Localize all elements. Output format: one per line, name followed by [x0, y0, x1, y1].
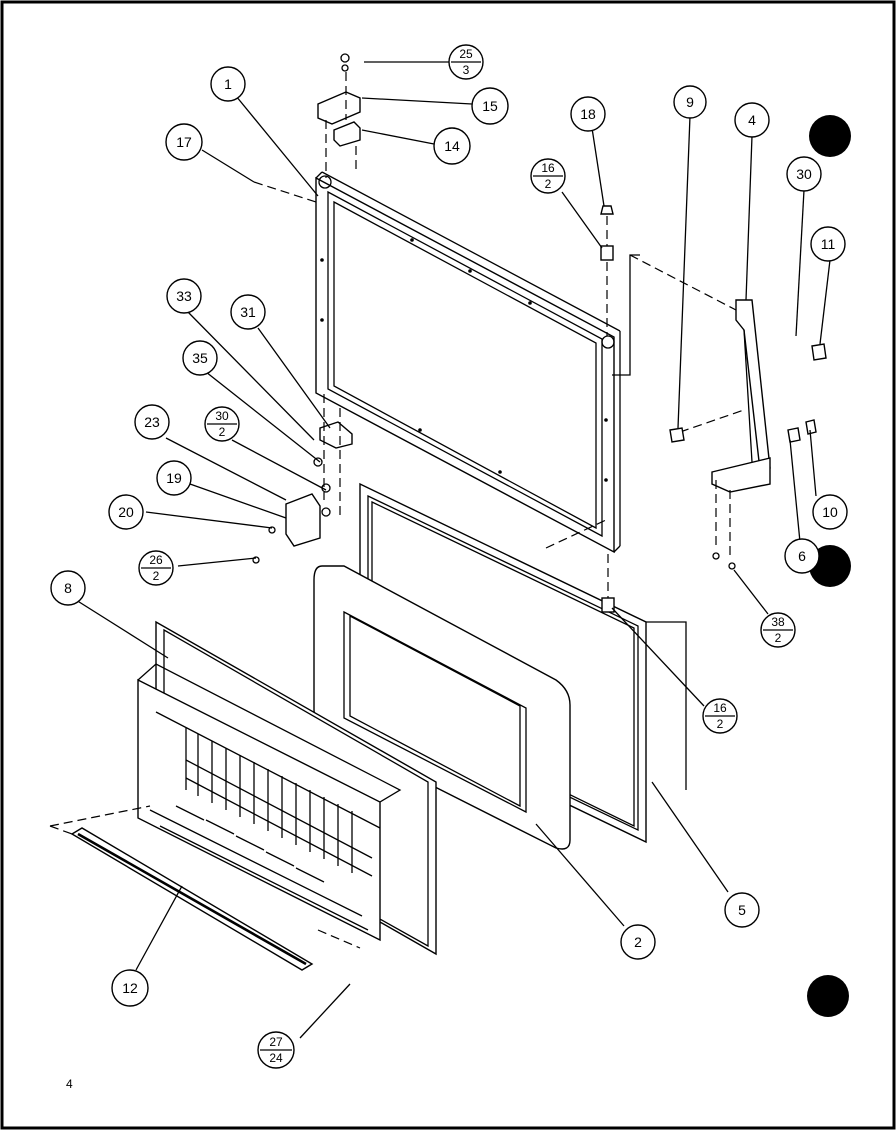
- svg-text:19: 19: [166, 470, 182, 486]
- callout-23: 23: [134, 404, 170, 440]
- svg-text:24: 24: [269, 1051, 283, 1065]
- svg-text:6: 6: [798, 548, 806, 564]
- liner-frame: [313, 565, 571, 850]
- svg-text:2: 2: [634, 934, 642, 950]
- callout-4: 4: [734, 102, 770, 138]
- svg-text:9: 9: [686, 94, 694, 110]
- fasteners: [545, 205, 736, 613]
- svg-text:14: 14: [444, 138, 460, 154]
- callout-6: 6: [784, 538, 820, 574]
- callout-31: 31: [230, 294, 266, 330]
- svg-text:11: 11: [821, 236, 836, 252]
- svg-text:27: 27: [269, 1035, 283, 1049]
- svg-text:23: 23: [144, 414, 160, 430]
- fraction-callout-16-2-upper: 16 2: [530, 158, 566, 194]
- svg-text:10: 10: [822, 504, 838, 520]
- svg-text:1: 1: [224, 76, 232, 92]
- svg-text:2: 2: [775, 631, 782, 645]
- bracket-assembly: [629, 254, 827, 493]
- svg-text:2: 2: [153, 569, 160, 583]
- svg-text:30: 30: [796, 166, 812, 182]
- svg-text:3: 3: [463, 63, 470, 77]
- callout-11: 11: [810, 226, 846, 262]
- callout-14: 14: [433, 127, 471, 165]
- callout-12: 12: [111, 969, 149, 1007]
- callout-15: 15: [471, 87, 509, 125]
- lower-hinge-hardware: [252, 394, 353, 564]
- trim-strip: [70, 827, 314, 971]
- callout-20: 20: [108, 494, 144, 530]
- svg-text:38: 38: [771, 615, 785, 629]
- svg-text:30: 30: [215, 409, 229, 423]
- fraction-callout-16-2-lower: 16 2: [702, 698, 738, 734]
- callout-9: 9: [673, 85, 707, 119]
- callout-2: 2: [620, 924, 656, 960]
- svg-text:26: 26: [149, 553, 163, 567]
- binder-hole-top: [809, 115, 851, 157]
- svg-text:18: 18: [580, 106, 596, 122]
- svg-text:33: 33: [176, 288, 192, 304]
- svg-text:12: 12: [122, 980, 138, 996]
- svg-text:15: 15: [482, 98, 498, 114]
- callout-17: 17: [165, 123, 203, 161]
- fraction-callout-30-2: 30 2: [204, 406, 240, 442]
- page-number: 4: [66, 1077, 73, 1091]
- fraction-callout-38-2: 38 2: [760, 612, 796, 648]
- callout-5: 5: [724, 892, 760, 928]
- svg-text:2: 2: [545, 177, 552, 191]
- fraction-callout-26-2: 26 2: [138, 550, 174, 586]
- svg-text:16: 16: [713, 701, 727, 715]
- door-panel: [315, 171, 640, 554]
- svg-text:35: 35: [192, 350, 208, 366]
- callout-33: 33: [166, 278, 202, 314]
- svg-text:17: 17: [176, 134, 192, 150]
- svg-text:5: 5: [738, 902, 746, 918]
- fraction-callout-25-3: 25 3: [448, 44, 484, 80]
- callout-35: 35: [182, 340, 218, 376]
- callout-30: 30: [786, 156, 822, 192]
- callout-10: 10: [812, 494, 848, 530]
- leader-lines: [75, 61, 831, 1039]
- svg-text:16: 16: [541, 161, 555, 175]
- svg-text:31: 31: [240, 304, 256, 320]
- svg-text:20: 20: [118, 504, 134, 520]
- basket: [49, 620, 437, 956]
- svg-text:2: 2: [717, 717, 724, 731]
- svg-text:25: 25: [459, 47, 473, 61]
- svg-text:4: 4: [748, 112, 756, 128]
- svg-text:2: 2: [219, 425, 226, 439]
- callout-8: 8: [50, 570, 86, 606]
- callout-1: 1: [210, 66, 246, 102]
- callout-19: 19: [156, 460, 192, 496]
- hinge-hardware: [317, 53, 361, 178]
- binder-hole-bottom: [807, 975, 849, 1017]
- svg-text:8: 8: [64, 580, 72, 596]
- callout-18: 18: [570, 96, 606, 132]
- fraction-callout-27-24: 27 24: [257, 1031, 295, 1069]
